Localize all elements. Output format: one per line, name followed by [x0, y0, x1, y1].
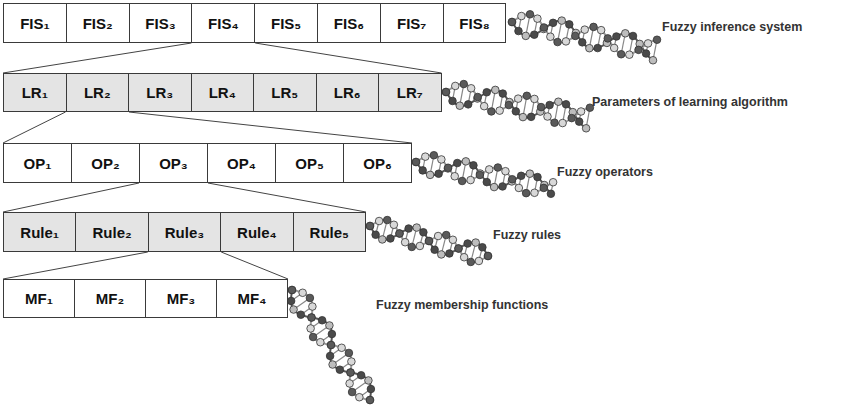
- cell-label: MF₄: [238, 290, 267, 307]
- cell-label: Rule₃: [165, 224, 204, 241]
- gene-cell: FIS₆: [317, 3, 381, 43]
- gene-cell: OP₄: [207, 143, 276, 183]
- expansion-line: [3, 43, 191, 73]
- cell-label: OP₁: [24, 155, 52, 172]
- gene-cell: OP₃: [139, 143, 208, 183]
- gene-cell: OP₂: [71, 143, 140, 183]
- dna-helix: [442, 80, 593, 132]
- level-label: Fuzzy membership functions: [376, 298, 548, 312]
- cell-label: OP₄: [227, 155, 256, 172]
- expansion-line: [221, 252, 288, 279]
- expansion-line: [255, 43, 441, 73]
- cell-label: LR₁: [22, 84, 48, 101]
- gene-cell: OP₁: [3, 143, 72, 183]
- gene-cell: MF₂: [74, 279, 146, 318]
- gene-cell: LR₁: [3, 73, 67, 112]
- cell-label: OP₂: [91, 155, 119, 172]
- gene-cell: LR₄: [191, 73, 255, 112]
- cell-label: OP₃: [159, 155, 188, 172]
- cell-label: FIS₃: [145, 15, 175, 32]
- cell-label: Rule₄: [237, 224, 277, 241]
- cell-label: FIS₄: [208, 15, 238, 32]
- gene-cell: FIS₁: [3, 3, 67, 43]
- cell-label: OP₅: [295, 155, 324, 172]
- dna-helix: [412, 151, 557, 197]
- cell-label: LR₆: [334, 84, 361, 101]
- cell-label: Rule₁: [20, 224, 59, 241]
- gene-cell: FIS₈: [443, 3, 507, 43]
- level-label: Fuzzy rules: [493, 228, 561, 242]
- gene-cell: LR₃: [128, 73, 192, 112]
- cell-label: LR₇: [397, 84, 423, 101]
- gene-cell: Rule₄: [220, 212, 293, 252]
- gene-cell: LR₆: [316, 73, 380, 112]
- gene-cell: Rule₁: [3, 212, 76, 252]
- cell-label: FIS₁: [20, 15, 50, 32]
- gene-cell: LR₅: [253, 73, 317, 112]
- level-label: Parameters of learning algorithm: [592, 95, 788, 109]
- expansion-line: [3, 183, 139, 212]
- gene-cell: OP₆: [343, 143, 412, 183]
- expansion-line: [3, 252, 148, 279]
- cell-label: FIS₅: [271, 15, 301, 32]
- cell-label: MF₃: [167, 290, 196, 307]
- gene-cell: MF₄: [216, 279, 288, 318]
- cell-label: LR₂: [84, 84, 111, 101]
- gene-cell: FIS₂: [66, 3, 130, 43]
- gene-cell: Rule₃: [148, 212, 221, 252]
- dna-helix: [287, 286, 374, 404]
- gene-cell: LR₇: [378, 73, 442, 112]
- gene-cell: FIS₃: [129, 3, 193, 43]
- gene-cell: Rule₂: [75, 212, 148, 252]
- level-label: Fuzzy inference system: [662, 20, 802, 34]
- gene-cell: OP₅: [275, 143, 344, 183]
- gene-cell: FIS₅: [254, 3, 318, 43]
- cell-label: Rule₂: [93, 224, 132, 241]
- gene-cell: MF₃: [145, 279, 217, 318]
- gene-cell: FIS₄: [191, 3, 255, 43]
- cell-label: LR₅: [271, 84, 298, 101]
- gene-cell: FIS₇: [380, 3, 444, 43]
- cell-label: MF₁: [25, 290, 53, 307]
- cell-label: Rule₅: [310, 224, 349, 241]
- gene-cell: Rule₅: [293, 212, 366, 252]
- cell-label: LR₃: [146, 84, 173, 101]
- cell-label: MF₂: [96, 290, 124, 307]
- cell-label: LR₄: [209, 84, 236, 101]
- expansion-line: [3, 112, 66, 143]
- cell-label: OP₆: [363, 155, 391, 172]
- dna-helix: [366, 216, 492, 265]
- level-label: Fuzzy operators: [557, 165, 653, 179]
- expansion-line: [208, 183, 366, 212]
- cell-label: FIS₈: [459, 15, 489, 32]
- expansion-line: [129, 112, 412, 143]
- dna-helix: [508, 11, 661, 65]
- cell-label: FIS₇: [397, 15, 426, 32]
- cell-label: FIS₆: [334, 15, 364, 32]
- cell-label: FIS₂: [83, 15, 113, 32]
- gene-cell: MF₁: [3, 279, 75, 318]
- gene-cell: LR₂: [66, 73, 130, 112]
